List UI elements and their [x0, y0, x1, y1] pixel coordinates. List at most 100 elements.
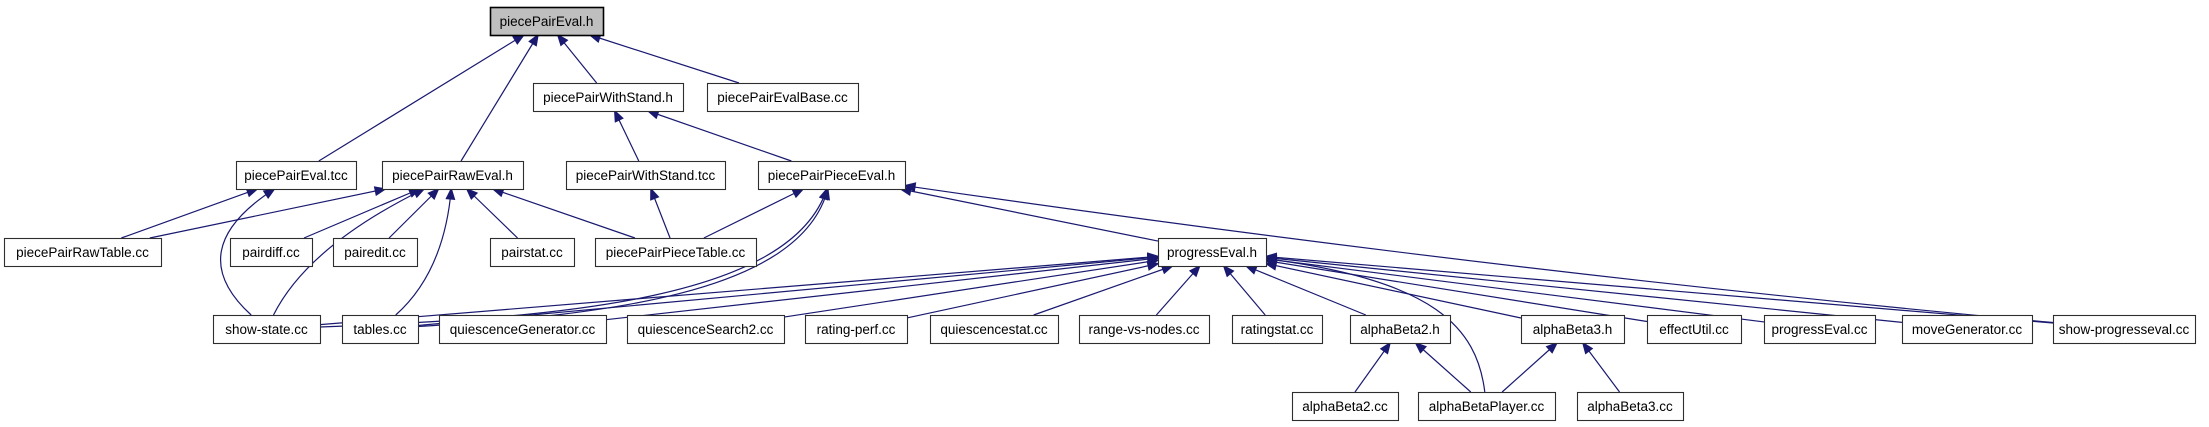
edge-show-state.cc-to-piecePairEval.tcc: [219, 187, 276, 316]
node-alphaBetaPlayer.cc[interactable]: alphaBetaPlayer.cc: [1417, 391, 1557, 422]
graph-node-box[interactable]: [706, 82, 860, 113]
graph-node-box[interactable]: [3, 237, 163, 268]
node-label: piecePairEvalBase.cc: [717, 90, 848, 105]
edge-piecePairPieceTable.cc-to-piecePairRawEval.h: [491, 187, 636, 239]
graph-node-box[interactable]: [1231, 314, 1324, 345]
edge-piecePairWithStand.tcc-to-piecePairWithStand.h: [613, 109, 640, 162]
node-alphaBeta2.h[interactable]: alphaBeta2.h: [1349, 314, 1452, 345]
graph-node-box[interactable]: [1763, 314, 1877, 345]
graph-node-box[interactable]: [1646, 314, 1743, 345]
edge-alphaBetaPlayer.cc-to-progressEval.h: [1264, 255, 1486, 393]
node-effectUtil.cc[interactable]: effectUtil.cc: [1646, 314, 1743, 345]
node-range-vs-nodes.cc[interactable]: range-vs-nodes.cc: [1078, 314, 1211, 345]
node-piecePairEvalBase.cc[interactable]: piecePairEvalBase.cc: [706, 82, 860, 113]
node-quiescenceSearch2.cc[interactable]: quiescenceSearch2.cc: [626, 314, 786, 345]
node-pairedit.cc[interactable]: pairedit.cc: [332, 237, 419, 268]
node-label: piecePairWithStand.tcc: [576, 168, 716, 183]
node-alphaBeta2.cc[interactable]: alphaBeta2.cc: [1291, 391, 1400, 422]
graph-node-box[interactable]: [565, 160, 727, 191]
graph-node-box[interactable]: [1157, 237, 1268, 268]
node-label: rating-perf.cc: [817, 322, 896, 337]
graph-node-box[interactable]: [235, 160, 358, 191]
graph-node-box[interactable]: [212, 314, 322, 345]
edge-alphaBeta3.h-to-progressEval.h: [1264, 260, 1522, 319]
graph-node-box[interactable]: [532, 82, 685, 113]
graph-node-box[interactable]: [381, 160, 525, 191]
graph-node-box[interactable]: [1417, 391, 1557, 422]
edge-piecePairRawTable.cc-to-piecePairEval.tcc: [121, 187, 259, 239]
node-pairdiff.cc[interactable]: pairdiff.cc: [229, 237, 314, 268]
edge-rating-perf.cc-to-progressEval.h: [906, 261, 1160, 319]
node-piecePairRawTable.cc[interactable]: piecePairRawTable.cc: [3, 237, 163, 268]
node-piecePairRawEval.h[interactable]: piecePairRawEval.h: [381, 160, 525, 191]
node-progressEval.cc[interactable]: progressEval.cc: [1763, 314, 1877, 345]
graph-node-box[interactable]: [1901, 314, 2034, 345]
node-piecePairPieceTable.cc[interactable]: piecePairPieceTable.cc: [594, 237, 758, 268]
node-moveGenerator.cc[interactable]: moveGenerator.cc: [1901, 314, 2034, 345]
node-show-state.cc[interactable]: show-state.cc: [212, 314, 322, 345]
node-progressEval.h[interactable]: progressEval.h: [1157, 237, 1268, 268]
graph-node-box[interactable]: [489, 237, 576, 268]
node-label: quiescenceGenerator.cc: [450, 322, 596, 337]
graph-node-box[interactable]: [804, 314, 909, 345]
node-quiescenceGenerator.cc[interactable]: quiescenceGenerator.cc: [438, 314, 608, 345]
node-piecePairWithStand.tcc[interactable]: piecePairWithStand.tcc: [565, 160, 727, 191]
edge-piecePairEvalBase.cc-to-piecePairEval.h: [588, 33, 740, 84]
edge-tables.cc-to-piecePairRawEval.h: [395, 187, 456, 316]
graph-node-box[interactable]: [757, 160, 907, 191]
graph-node-box[interactable]: [1291, 391, 1400, 422]
node-label: progressEval.h: [1167, 245, 1257, 260]
node-piecePairPieceEval.h[interactable]: piecePairPieceEval.h: [757, 160, 907, 191]
edge-effectUtil.cc-to-progressEval.h: [1264, 257, 1648, 323]
edge-pairstat.cc-to-piecePairRawEval.h: [465, 187, 518, 239]
node-tables.cc[interactable]: tables.cc: [341, 314, 420, 345]
edge-piecePairPieceTable.cc-to-piecePairWithStand.tcc: [650, 187, 671, 239]
node-label: piecePairPieceTable.cc: [606, 245, 746, 260]
edge-alphaBetaPlayer.cc-to-alphaBeta2.h: [1414, 341, 1472, 393]
edge-alphaBeta2.cc-to-alphaBeta2.h: [1354, 341, 1392, 393]
edge-alphaBeta3.cc-to-alphaBeta3.h: [1581, 341, 1621, 393]
node-quiescencestat.cc[interactable]: quiescencestat.cc: [929, 314, 1060, 345]
graph-node-box[interactable]: [594, 237, 758, 268]
node-label: pairedit.cc: [344, 245, 406, 260]
edge-pairedit.cc-to-piecePairRawEval.h: [388, 187, 440, 239]
node-label: quiescencestat.cc: [940, 322, 1048, 337]
graph-node-box[interactable]: [438, 314, 608, 345]
node-label: piecePairRawTable.cc: [16, 245, 149, 260]
node-alphaBeta3.h[interactable]: alphaBeta3.h: [1520, 314, 1626, 345]
graph-node-box[interactable]: [341, 314, 420, 345]
edge-piecePairPieceEval.h-to-piecePairWithStand.h: [646, 109, 792, 162]
node-piecePairWithStand.h[interactable]: piecePairWithStand.h: [532, 82, 685, 113]
edge-quiescenceSearch2.cc-to-progressEval.h: [783, 256, 1160, 318]
node-label: piecePairEval.h: [500, 14, 594, 29]
graph-node-box[interactable]: [1520, 314, 1626, 345]
graph-node-box[interactable]: [2052, 314, 2197, 345]
edge-progressEval.h-to-piecePairPieceEval.h: [898, 186, 1159, 242]
node-label: alphaBeta3.h: [1533, 322, 1613, 337]
node-rating-perf.cc[interactable]: rating-perf.cc: [804, 314, 909, 345]
edge-show-state.cc-to-piecePairPieceEval.h: [319, 187, 829, 328]
graph-node-box[interactable]: [1078, 314, 1211, 345]
node-piecePairEval.h[interactable]: piecePairEval.h: [489, 6, 605, 37]
edge-alphaBeta2.h-to-progressEval.h: [1244, 265, 1367, 316]
node-piecePairEval.tcc[interactable]: piecePairEval.tcc: [235, 160, 358, 191]
node-label: effectUtil.cc: [1659, 322, 1729, 337]
edge-show-state.cc-to-piecePairRawEval.h: [272, 188, 426, 316]
node-pairstat.cc[interactable]: pairstat.cc: [489, 237, 576, 268]
graph-node-box[interactable]: [929, 314, 1060, 345]
graph-node-box[interactable]: [1349, 314, 1452, 345]
node-label: ratingstat.cc: [1241, 322, 1314, 337]
graph-node-box[interactable]: [1576, 391, 1685, 422]
node-label: show-progresseval.cc: [2059, 322, 2190, 337]
node-label: pairdiff.cc: [242, 245, 300, 260]
node-alphaBeta3.cc[interactable]: alphaBeta3.cc: [1576, 391, 1685, 422]
graph-node-box[interactable]: [332, 237, 419, 268]
graph-root-node-box[interactable]: [489, 6, 605, 37]
graph-node-box[interactable]: [626, 314, 786, 345]
node-label: piecePairPieceEval.h: [768, 168, 896, 183]
graph-node-box[interactable]: [229, 237, 314, 268]
node-label: piecePairRawEval.h: [392, 168, 513, 183]
node-show-progresseval.cc[interactable]: show-progresseval.cc: [2052, 314, 2197, 345]
node-ratingstat.cc[interactable]: ratingstat.cc: [1231, 314, 1324, 345]
